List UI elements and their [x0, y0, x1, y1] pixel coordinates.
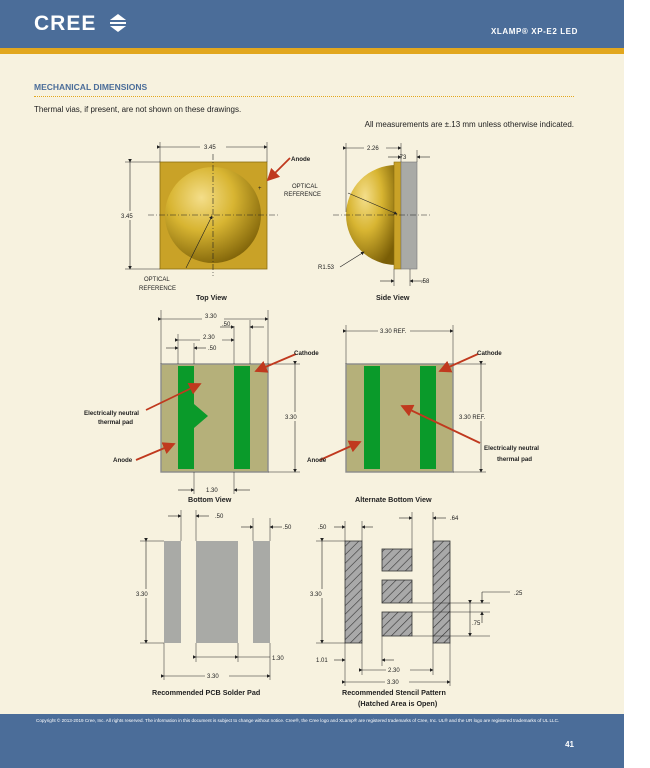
bottom-view-body [160, 363, 269, 473]
side-view: 2.26 .73 .58 R1.53 OPTICAL REFERENCE Sid… [284, 143, 430, 302]
top-view-caption: Top View [196, 293, 227, 302]
pcb-dim-50: .50 [215, 514, 224, 520]
alt-bottom-view-body [345, 363, 454, 473]
header-accent-stripe [0, 48, 624, 54]
bottom-view-anode-notch [194, 404, 208, 428]
header-band [0, 0, 624, 48]
bottom-view-anode-label: Anode [113, 457, 133, 464]
top-view-anode-label: Anode [291, 156, 311, 163]
bottom-view-cathode-label: Cathode [294, 350, 319, 357]
bottom-view-dim-height: 3.30 [285, 415, 297, 421]
stencil-dim-330-height: 3.30 [310, 592, 322, 598]
section-title: MECHANICAL DIMENSIONS [34, 82, 148, 92]
bottom-view-dim-230: 2.30 [203, 335, 215, 341]
bottom-view-dim-50b: .50 [208, 346, 217, 352]
bottom-view-caption: Bottom View [188, 495, 232, 504]
stencil-left-aperture [344, 540, 363, 644]
stencil-center-aperture-top [381, 548, 413, 572]
bottom-view-dim-130: 1.30 [206, 488, 218, 494]
bottom-view-anode-pad [178, 366, 194, 469]
side-view-caption: Side View [376, 293, 410, 302]
top-view: + 3.45 3.45 Anode OPTICAL REFERENCE Top … [118, 142, 311, 302]
bottom-view-cathode-pad [234, 366, 250, 469]
alt-bottom-view-width-dim: 3.30 REF. [380, 329, 407, 335]
bottom-view-pad-label-2: thermal pad [98, 419, 133, 426]
alt-bottom-view-anode-pad [364, 366, 380, 469]
side-view-optical-ref-2: REFERENCE [284, 192, 321, 198]
stencil-caption-1: Recommended Stencil Pattern [342, 688, 446, 697]
footer-band [0, 714, 624, 768]
pcb-dim-330-height: 3.30 [136, 592, 148, 598]
stencil-right-aperture [432, 540, 451, 644]
bottom-view-dim-50: .50 [222, 322, 231, 328]
measurement-tolerance-note: All measurements are ±.13 mm unless othe… [364, 120, 574, 129]
stencil-center-aperture-bottom [381, 611, 413, 637]
side-view-dim-226: 2.26 [367, 146, 379, 152]
side-view-optical-ref-1: OPTICAL [292, 184, 318, 190]
stencil-dim-330-width: 3.30 [387, 680, 399, 686]
side-view-dim-58: .58 [421, 279, 430, 285]
page-number: 41 [565, 740, 574, 749]
pcb-dim-330-width: 3.30 [207, 674, 219, 680]
alt-bottom-view: 3.30 REF. 3.30 REF. Cathode Electrically… [307, 325, 539, 504]
stencil-dim-64: .64 [450, 516, 459, 522]
stencil-dim-230: 2.30 [388, 668, 400, 674]
document-title: XLAMP® XP-E2 LED [490, 27, 578, 36]
side-view-substrate-gold [393, 161, 402, 270]
alt-bottom-view-height-dim: 3.30 REF. [459, 415, 486, 421]
side-view-dim-73: .73 [398, 155, 407, 161]
thermal-vias-note: Thermal vias, if present, are not shown … [34, 105, 242, 114]
alt-bottom-view-caption: Alternate Bottom View [355, 495, 432, 504]
top-view-plus-mark: + [258, 186, 262, 192]
side-view-substrate [400, 161, 418, 270]
top-view-optical-ref-2: REFERENCE [139, 286, 176, 292]
stencil-dim-101: 1.01 [316, 658, 328, 664]
pcb-pad-right [253, 541, 270, 643]
alt-bottom-view-pad-label-1: Electrically neutral [484, 445, 539, 452]
pcb-pad-caption: Recommended PCB Solder Pad [152, 688, 260, 697]
section-divider [34, 96, 574, 97]
bottom-view: 3.30 .50 2.30 .50 3.30 1.30 [84, 310, 319, 504]
alt-bottom-view-pad-label-2: thermal pad [497, 456, 532, 463]
stencil-caption-2: (Hatched Area is Open) [358, 699, 438, 708]
alt-bottom-view-cathode-label: Cathode [477, 350, 502, 357]
stencil-pattern: .50 .64 .25 .75 3.30 [308, 512, 523, 708]
stencil-dim-25: .25 [514, 591, 523, 597]
top-view-width-dim: 3.45 [204, 145, 216, 151]
cree-logo: CREE [34, 12, 97, 35]
pcb-pad-left [164, 541, 181, 643]
copyright-text: Copyright © 2013-2019 Cree, Inc. All rig… [36, 718, 560, 723]
top-view-optical-ref-1: OPTICAL [144, 277, 170, 283]
pcb-dim-50-right: .50 [283, 525, 292, 531]
stencil-center-aperture-mid [381, 579, 413, 604]
pcb-dim-130: 1.30 [272, 656, 284, 662]
bottom-view-pad-label-1: Electrically neutral [84, 410, 139, 417]
datasheet-page: CREE XLAMP® XP-E2 LED MECHANICAL DIMENSI… [0, 0, 624, 768]
pcb-solder-pad: .50 .50 3.30 1.30 3.30 Recomme [134, 510, 292, 697]
alt-bottom-view-anode-label: Anode [307, 457, 327, 464]
side-view-radius: R1.53 [318, 265, 335, 271]
mechanical-drawings: + 3.45 3.45 Anode OPTICAL REFERENCE Top … [84, 142, 539, 708]
top-view-height-dim: 3.45 [121, 214, 133, 220]
stencil-dim-50: .50 [318, 525, 327, 531]
stencil-dim-75: .75 [472, 621, 481, 627]
bottom-view-dim-330: 3.30 [205, 314, 217, 320]
pcb-pad-center [196, 541, 238, 643]
cree-logo-mark-icon [110, 14, 126, 32]
